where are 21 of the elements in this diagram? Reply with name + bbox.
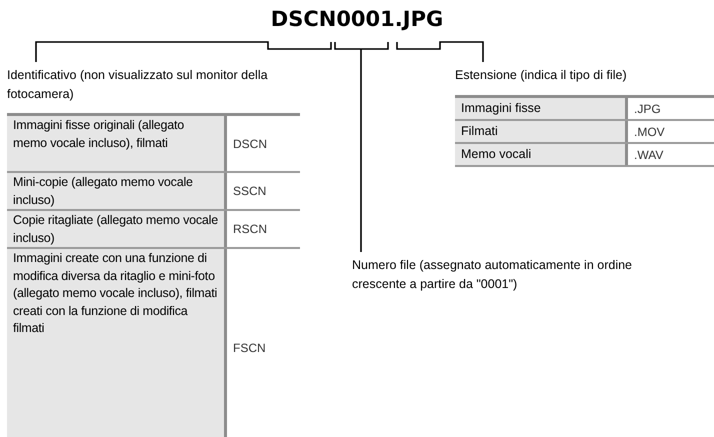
leader-line <box>334 41 389 253</box>
table-cell: Immagini fisse <box>455 98 628 119</box>
table-cell-text: RSCN <box>232 221 268 238</box>
table-cell: Filmati <box>455 121 628 142</box>
table-cell-text: .JPG <box>633 100 662 118</box>
table-cell: Mini-copie (allegato memo vocale incluso) <box>7 173 227 209</box>
annotation-text: Identificativo (non visualizzato sul monitor della fotocamera) <box>7 66 282 104</box>
leader-line <box>35 41 332 62</box>
table-cell: Memo vocali <box>455 144 628 165</box>
table-cell-text: FSCN <box>232 340 267 357</box>
table-cell: Immagini create con una funzione di modifica diversa da ritaglio e mini-foto (allegato memo vocale incluso), filmati creati con la funzione di modifica filmati <box>7 249 227 437</box>
annotation-text: Estensione (indica il tipo di file) <box>455 66 714 85</box>
file-name-title: DSCN0001.JPG <box>270 6 444 32</box>
table-cell: Immagini fisse originali (allegato memo vocale incluso), filmati <box>7 116 227 171</box>
table-cell-text: DSCN <box>232 136 268 152</box>
table-cell-text: .MOV <box>633 124 666 140</box>
table-cell: Copie ritagliate (allegato memo vocale incluso) <box>7 211 227 247</box>
table-cell-text: .WAV <box>633 146 664 164</box>
annotation-text: Numero file (assegnato automaticamente in ordine crescente a partire da "0001") <box>352 256 652 294</box>
table-cell-text: SSCN <box>232 183 268 200</box>
leader-line <box>396 41 484 62</box>
